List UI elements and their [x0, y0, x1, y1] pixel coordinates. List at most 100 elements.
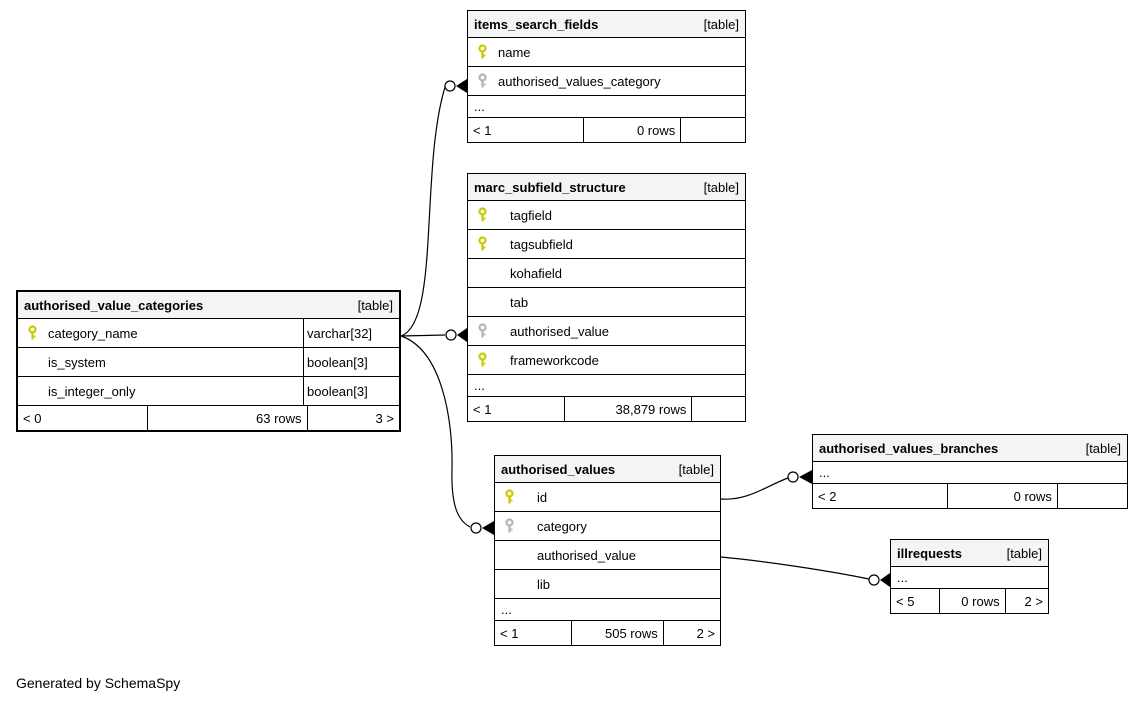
column-name: id — [537, 489, 548, 505]
table-header: authorised_values [table] — [495, 456, 720, 483]
table-name[interactable]: authorised_values_branches — [819, 440, 999, 456]
footer-parents-count — [692, 397, 745, 421]
table-name[interactable]: marc_subfield_structure — [474, 179, 626, 195]
primary-key-icon — [478, 235, 487, 250]
column-name: category_name — [48, 325, 138, 341]
table-badge: [table] — [703, 179, 739, 195]
relationship-line — [400, 334, 446, 337]
column-row: category_name varchar[32] — [18, 319, 399, 348]
footer-row-count: 0 rows — [940, 589, 1006, 613]
footer-row-count: 63 rows — [148, 406, 308, 430]
table-header: authorised_values_branches [table] — [813, 435, 1127, 462]
more-columns-ellipsis: ... — [891, 567, 1048, 589]
column-type: varchar[32] — [303, 319, 399, 347]
column-name: category — [537, 518, 587, 534]
column-row: is_integer_only boolean[3] — [18, 377, 399, 406]
table-footer: < 1 38,879 rows — [468, 397, 745, 421]
footer-children-count: < 1 — [495, 621, 572, 645]
column-row: name — [468, 38, 745, 67]
footer-children-count: < 5 — [891, 589, 940, 613]
column-row: tagfield — [468, 201, 745, 230]
relationship-line — [720, 556, 870, 580]
generated-by-label: Generated by SchemaSpy — [16, 675, 181, 691]
table-name[interactable]: authorised_values — [501, 461, 616, 477]
footer-parents-count: 3 > — [375, 410, 394, 426]
column-row: tagsubfield — [468, 230, 745, 259]
primary-key-icon — [478, 43, 487, 58]
footer-parents-count — [1058, 484, 1127, 508]
table-footer: < 1 0 rows — [468, 118, 745, 142]
column-name: authorised_values_category — [498, 73, 661, 89]
column-row: lib — [495, 570, 720, 599]
footer-parents-count: 2 > — [696, 625, 715, 641]
column-row: category — [495, 512, 720, 541]
column-name: tagfield — [510, 207, 552, 223]
footer-parents-count: 2 > — [1024, 593, 1043, 609]
footer-row-count: 38,879 rows — [565, 397, 693, 421]
table-badge: [table] — [1006, 545, 1042, 561]
column-name: name — [498, 44, 531, 60]
table-header: items_search_fields [table] — [468, 11, 745, 38]
column-name: lib — [537, 576, 551, 592]
table-footer: < 2 0 rows — [813, 484, 1127, 508]
column-name: authorised_value — [537, 547, 637, 563]
table-header: marc_subfield_structure [table] — [468, 174, 745, 201]
footer-row-count: 0 rows — [948, 484, 1058, 508]
table-header: illrequests [table] — [891, 540, 1048, 567]
relationship-line — [720, 477, 789, 500]
more-columns-ellipsis: ... — [468, 96, 745, 118]
column-row: kohafield — [468, 259, 745, 288]
relationship-line — [400, 335, 471, 528]
column-row: authorised_values_category — [468, 67, 745, 96]
table-badge: [table] — [703, 16, 739, 32]
foreign-key-icon — [478, 322, 487, 337]
table-footer: < 1 505 rows 2 > — [495, 621, 720, 645]
table-items-search-fields[interactable]: items_search_fields [table] name authori… — [467, 10, 746, 143]
table-authorised-value-categories[interactable]: authorised_value_categories [table] cate… — [16, 290, 401, 432]
table-badge: [table] — [1085, 440, 1121, 456]
column-type: boolean[3] — [303, 377, 399, 405]
column-row: authorised_value — [468, 317, 745, 346]
primary-key-icon — [505, 488, 514, 503]
footer-children-count: < 0 — [18, 406, 148, 430]
foreign-key-icon — [478, 72, 487, 87]
primary-key-icon — [28, 324, 37, 339]
relationship-line — [400, 86, 446, 337]
foreign-key-icon — [505, 517, 514, 532]
footer-row-count: 0 rows — [584, 118, 682, 142]
column-name: tagsubfield — [510, 236, 573, 252]
column-name: frameworkcode — [510, 352, 599, 368]
table-name[interactable]: items_search_fields — [474, 16, 599, 32]
table-badge: [table] — [678, 461, 714, 477]
column-name: kohafield — [510, 265, 563, 281]
column-row: authorised_value — [495, 541, 720, 570]
footer-children-count: < 2 — [813, 484, 949, 508]
column-name: authorised_value — [510, 323, 610, 339]
table-marc-subfield-structure[interactable]: marc_subfield_structure [table] tagfield… — [467, 173, 746, 422]
table-authorised-values[interactable]: authorised_values [table] id category au… — [494, 455, 721, 646]
column-row: frameworkcode — [468, 346, 745, 375]
table-footer: < 0 63 rows 3 > — [18, 406, 399, 430]
column-type: boolean[3] — [303, 348, 399, 376]
column-row: tab — [468, 288, 745, 317]
footer-children-count: < 1 — [468, 118, 585, 142]
table-name[interactable]: illrequests — [897, 545, 963, 561]
primary-key-icon — [478, 351, 487, 366]
column-row: id — [495, 483, 720, 512]
more-columns-ellipsis: ... — [495, 599, 720, 621]
more-columns-ellipsis: ... — [813, 462, 1127, 484]
footer-row-count: 505 rows — [572, 621, 664, 645]
table-header: authorised_value_categories [table] — [18, 292, 399, 319]
table-illrequests[interactable]: illrequests [table] ... < 5 0 rows 2 > — [890, 539, 1049, 614]
table-name[interactable]: authorised_value_categories — [24, 297, 204, 313]
table-authorised-values-branches[interactable]: authorised_values_branches [table] ... <… — [812, 434, 1128, 509]
column-name: tab — [510, 294, 529, 310]
footer-parents-count — [681, 118, 745, 142]
table-footer: < 5 0 rows 2 > — [891, 589, 1048, 613]
more-columns-ellipsis: ... — [468, 375, 745, 397]
table-badge: [table] — [357, 297, 393, 313]
footer-children-count: < 1 — [468, 397, 565, 421]
primary-key-icon — [478, 206, 487, 221]
column-name: is_system — [48, 354, 106, 370]
